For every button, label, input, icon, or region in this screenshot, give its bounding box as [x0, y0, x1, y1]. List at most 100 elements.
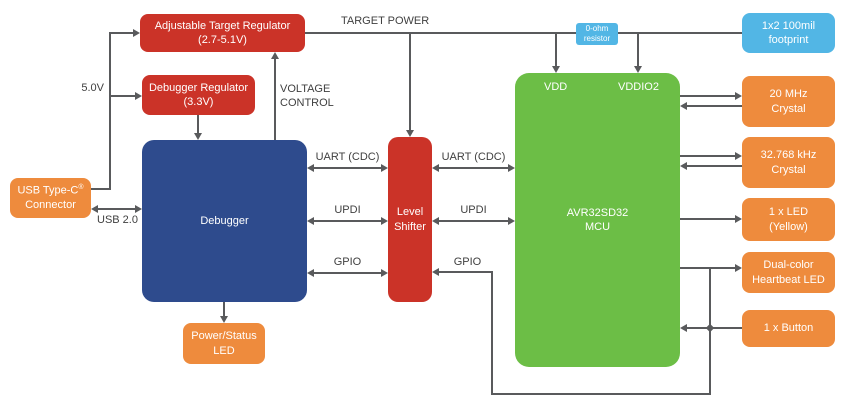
level-shifter-label-line1: Level — [396, 206, 424, 219]
wire-updi-left — [314, 220, 381, 222]
zero-ohm-resistor-label-line2: resistor — [583, 34, 611, 43]
arrowhead-xtal32-into-mcu — [680, 162, 687, 170]
arrowhead-uart-right-a — [432, 164, 439, 172]
wire-5v-to-adj-reg — [109, 32, 134, 34]
wire-gpio-right — [439, 271, 493, 273]
mcu-block: VDD VDDIO2 AVR32SD32 MCU — [515, 73, 680, 367]
label-updi-right: UPDI — [460, 204, 487, 216]
level-shifter-block: Level Shifter — [388, 137, 432, 302]
crystal-32khz-label-line2: Crystal — [771, 163, 806, 176]
wire-gpio-left — [314, 272, 381, 274]
wire-target-power — [305, 32, 742, 34]
label-voltage-control: VOLTAGE CONTROL — [280, 83, 334, 109]
arrowhead-into-vdd — [552, 66, 560, 73]
button-block: 1 x Button — [742, 310, 835, 347]
arrowhead-updi-left-a — [307, 217, 314, 225]
power-status-led-label-line2: LED — [213, 344, 235, 357]
wire-5v-to-dbg-reg — [109, 95, 136, 97]
footprint-label-line1: 1x2 100mil — [761, 19, 816, 32]
crystal-20mhz-block: 20 MHz Crystal — [742, 76, 835, 127]
wire-xtal32-out — [680, 155, 735, 157]
mcu-label-line2: MCU — [584, 221, 611, 233]
crystal-32khz-block: 32.768 kHz Crystal — [742, 137, 835, 188]
mcu-pin-vdd: VDD — [544, 81, 568, 93]
level-shifter-label-line2: Shifter — [394, 220, 426, 233]
zero-ohm-resistor-label-line1: 0-ohm — [585, 24, 609, 33]
arrowhead-into-adj-reg-bottom — [271, 52, 279, 59]
arrowhead-updi-left-b — [381, 217, 388, 225]
arrowhead-gpio-into-shifter — [432, 268, 439, 276]
adjustable-target-regulator-label-line2: (2.7-5.1V) — [198, 34, 247, 46]
arrowhead-into-xtal32 — [735, 152, 742, 160]
heartbeat-led-label-line2: Heartbeat LED — [752, 273, 825, 286]
mcu-pin-vddio2: VDDIO2 — [618, 81, 659, 93]
wire-dbgreg-to-debugger — [197, 115, 199, 134]
footprint-block: 1x2 100mil footprint — [742, 13, 835, 53]
arrowhead-uart-right-b — [508, 164, 515, 172]
arrowhead-updi-right-b — [508, 217, 515, 225]
wire-xtal20-out — [680, 95, 735, 97]
arrowhead-into-shifter-top — [406, 130, 414, 137]
label-usb2: USB 2.0 — [97, 214, 138, 226]
wire-button — [687, 327, 742, 329]
label-gpio-left: GPIO — [333, 256, 362, 268]
label-uart-right: UART (CDC) — [441, 151, 506, 163]
wire-heartbeat — [680, 267, 735, 269]
power-status-led-block: Power/Status LED — [183, 323, 265, 364]
wire-5v-vertical — [109, 32, 111, 189]
wire-updi-right — [439, 220, 508, 222]
label-updi-left: UPDI — [334, 204, 361, 216]
arrowhead-into-vddio2 — [634, 66, 642, 73]
crystal-20mhz-label-line1: 20 MHz — [769, 88, 808, 101]
arrowhead-updi-right-a — [432, 217, 439, 225]
arrowhead-into-dbg-reg — [135, 92, 142, 100]
arrowhead-button-into-mcu — [680, 324, 687, 332]
wire-usb2 — [98, 208, 135, 210]
arrowhead-uart-left-a — [307, 164, 314, 172]
crystal-32khz-label-line1: 32.768 kHz — [760, 149, 817, 162]
adjustable-target-regulator-label-line1: Adjustable Target Regulator — [154, 19, 291, 32]
arrowhead-gpio-left-b — [381, 269, 388, 277]
debugger-regulator-label-line2: (3.3V) — [183, 96, 214, 108]
power-status-led-label-line1: Power/Status — [191, 330, 257, 343]
heartbeat-led-label-line1: Dual-color — [763, 259, 814, 272]
label-uart-left: UART (CDC) — [315, 151, 380, 163]
arrowhead-into-usb — [91, 205, 98, 213]
debugger-block: Debugger — [142, 140, 307, 302]
wire-gpio-down — [491, 271, 493, 395]
mcu-label-line1: AVR32SD32 — [566, 206, 629, 219]
wire-vdd-drop — [555, 32, 557, 67]
wire-voltage-control — [274, 58, 276, 140]
arrowhead-into-heartbeat — [735, 264, 742, 272]
wire-uart-left — [314, 167, 381, 169]
button-label: 1 x Button — [763, 322, 814, 335]
wire-usb-to-5v — [91, 188, 111, 190]
arrowhead-uart-left-b — [381, 164, 388, 172]
zero-ohm-resistor-block: 0-ohm resistor — [576, 23, 618, 45]
arrowhead-into-adj-reg — [133, 29, 140, 37]
wire-uart-right — [439, 167, 508, 169]
arrowhead-into-xtal20 — [735, 92, 742, 100]
debugger-label: Debugger — [200, 214, 249, 227]
wire-debugger-to-pwrled — [223, 302, 225, 317]
wire-target-power-to-shifter — [409, 32, 411, 131]
wire-vddio2-drop — [637, 32, 639, 67]
wire-led-yellow — [680, 218, 735, 220]
registered-trademark-symbol: ® — [78, 184, 84, 192]
label-gpio-right: GPIO — [453, 256, 482, 268]
wire-xtal20-in — [687, 105, 742, 107]
crystal-20mhz-label-line2: Crystal — [771, 102, 806, 115]
adjustable-target-regulator-block: Adjustable Target Regulator (2.7-5.1V) — [140, 14, 305, 52]
arrowhead-xtal20-into-mcu — [680, 102, 687, 110]
led-yellow-label-line2: (Yellow) — [769, 220, 808, 233]
debugger-regulator-block: Debugger Regulator (3.3V) — [142, 75, 255, 115]
heartbeat-led-block: Dual-color Heartbeat LED — [742, 252, 835, 293]
usb-connector-label-line1: USB Type-C® — [17, 184, 84, 198]
debugger-regulator-label-line1: Debugger Regulator — [148, 81, 249, 94]
usb-connector-label-line2: Connector — [25, 199, 76, 212]
led-yellow-label-line1: 1 x LED — [768, 206, 809, 219]
arrowhead-into-debugger-top — [194, 133, 202, 140]
arrowhead-into-led-yellow — [735, 215, 742, 223]
led-yellow-block: 1 x LED (Yellow) — [742, 198, 835, 241]
